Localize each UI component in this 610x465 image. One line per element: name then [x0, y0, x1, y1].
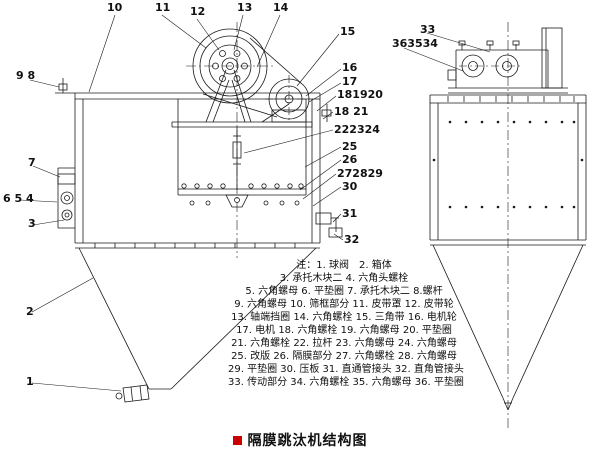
- legend-line: 17. 电机 18. 六角螺栓 19. 六角螺母 20. 平垫圈: [236, 325, 452, 336]
- leader-lines: [19, 14, 491, 392]
- legend-line: 5. 六角螺母 6. 平垫圈 7. 承托木块二 8.螺杆: [245, 286, 443, 297]
- callout-181920: 181920: [337, 88, 383, 101]
- callout-9-8: 9 8: [16, 69, 36, 82]
- callout-272829: 272829: [337, 167, 383, 180]
- callout-7: 7: [28, 156, 36, 169]
- legend-line: 13. 轴端挡圈 14. 六角螺栓 15. 三角带 16. 电机轮: [231, 312, 457, 323]
- red-square-bullet: [232, 435, 242, 445]
- callout-31: 31: [342, 207, 358, 220]
- diagram-title-row: 隔膜跳汰机结构图: [190, 430, 410, 450]
- legend-line: 21. 六角螺栓 22. 拉杆 23. 六角螺母 24. 六角螺母: [231, 338, 457, 349]
- legend-line: 3. 承托木块二 4. 六角头螺栓: [279, 273, 409, 284]
- callout-11: 11: [155, 1, 171, 14]
- callout-15: 15: [340, 25, 356, 38]
- callout-12: 12: [190, 5, 206, 18]
- right-machine-view: [429, 22, 587, 428]
- callout-1: 1: [26, 375, 34, 388]
- diagram-title: 隔膜跳汰机结构图: [247, 433, 368, 449]
- callout-363534: 363534: [392, 37, 438, 50]
- callout-25: 25: [342, 140, 358, 153]
- callout-30: 30: [342, 180, 358, 193]
- rivet-dots: [432, 120, 584, 209]
- callout-13: 13: [237, 1, 253, 14]
- callout-222324: 222324: [334, 123, 380, 136]
- callout-10: 10: [107, 1, 123, 14]
- callout-3: 3: [28, 217, 36, 230]
- callout-16: 16: [342, 61, 358, 74]
- legend-line: 25. 改版 26. 隔膜部分 27. 六角螺栓 28. 六角螺母: [231, 351, 457, 362]
- left-machine-view: [55, 22, 343, 403]
- legend-line: 9. 六角螺母 10. 筛框部分 11. 皮带罩 12. 皮带轮: [234, 299, 454, 310]
- callout-6-5-4: 6 5 4: [3, 192, 34, 205]
- callout-26: 26: [342, 153, 358, 166]
- legend-line: 29. 平垫圈 30. 压板 31. 直通管接头 32. 直角管接头: [228, 364, 464, 375]
- callout-2: 2: [26, 305, 34, 318]
- callout-18-21: 18 21: [334, 105, 369, 118]
- callout-14: 14: [273, 1, 289, 14]
- legend-line: 注：1. 球阀 2. 箱体: [296, 260, 392, 271]
- legend-line: 33. 传动部分 34. 六角螺栓 35. 六角螺母 36. 平垫圈: [228, 377, 464, 388]
- callout-33: 33: [420, 23, 436, 36]
- callout-32: 32: [344, 233, 360, 246]
- parts-legend: 注：1. 球阀 2. 箱体 3. 承托木块二 4. 六角头螺栓 5. 六角螺母 6.…: [228, 259, 464, 389]
- callout-17: 17: [342, 75, 358, 88]
